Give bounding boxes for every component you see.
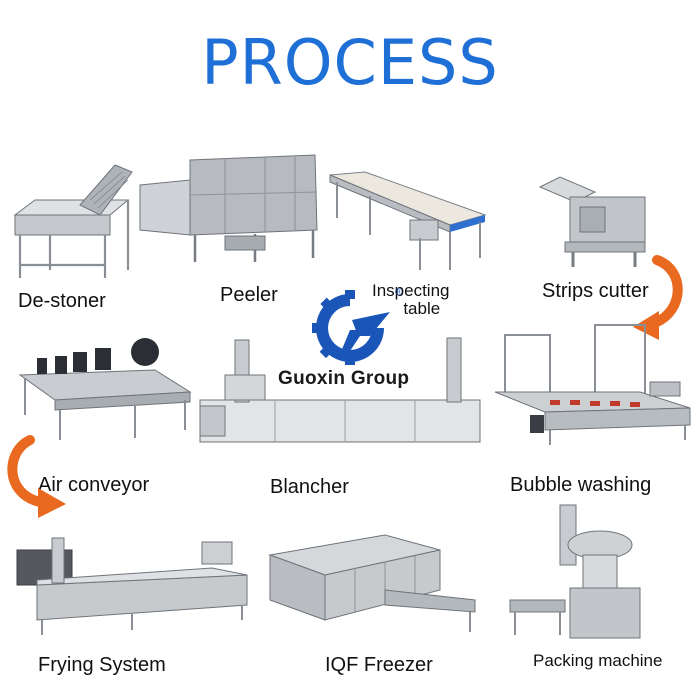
step-label-iqf: IQF Freezer	[325, 654, 433, 676]
air-conveyor-machine	[15, 330, 195, 445]
brand-name: Guoxin Group	[278, 368, 410, 389]
blancher-machine	[195, 330, 485, 450]
step-label-inspecting-line2: table	[403, 299, 441, 318]
registered-mark: ®	[395, 287, 403, 298]
step-label-packing: Packing machine	[533, 651, 663, 670]
gear-gx-logo-icon	[300, 290, 400, 365]
step-label-inspecting-line1: Inspecting	[372, 281, 450, 300]
destoner-machine	[10, 160, 140, 285]
packing-machine	[505, 500, 665, 645]
step-label-bubble: Bubble washing	[510, 474, 652, 496]
step-label-inspecting: Inspecting table	[372, 282, 450, 318]
step-label-peeler: Peeler	[220, 284, 278, 306]
bubble-washing-machine	[490, 320, 695, 450]
inspecting-table-machine	[325, 170, 490, 280]
step-label-air: Air conveyor	[38, 474, 150, 496]
iqf-freezer-machine	[265, 530, 480, 640]
flow-arrow-down-left	[0, 432, 75, 527]
peeler-machine	[135, 150, 325, 270]
step-label-destoner: De-stoner	[18, 290, 106, 312]
strips-cutter-machine	[535, 172, 655, 272]
step-label-blancher: Blancher	[270, 476, 349, 498]
step-label-strips: Strips cutter	[542, 280, 649, 302]
frying-system-machine	[12, 520, 252, 640]
step-label-frying: Frying System	[38, 654, 166, 676]
page-title: PROCESS	[201, 26, 499, 99]
